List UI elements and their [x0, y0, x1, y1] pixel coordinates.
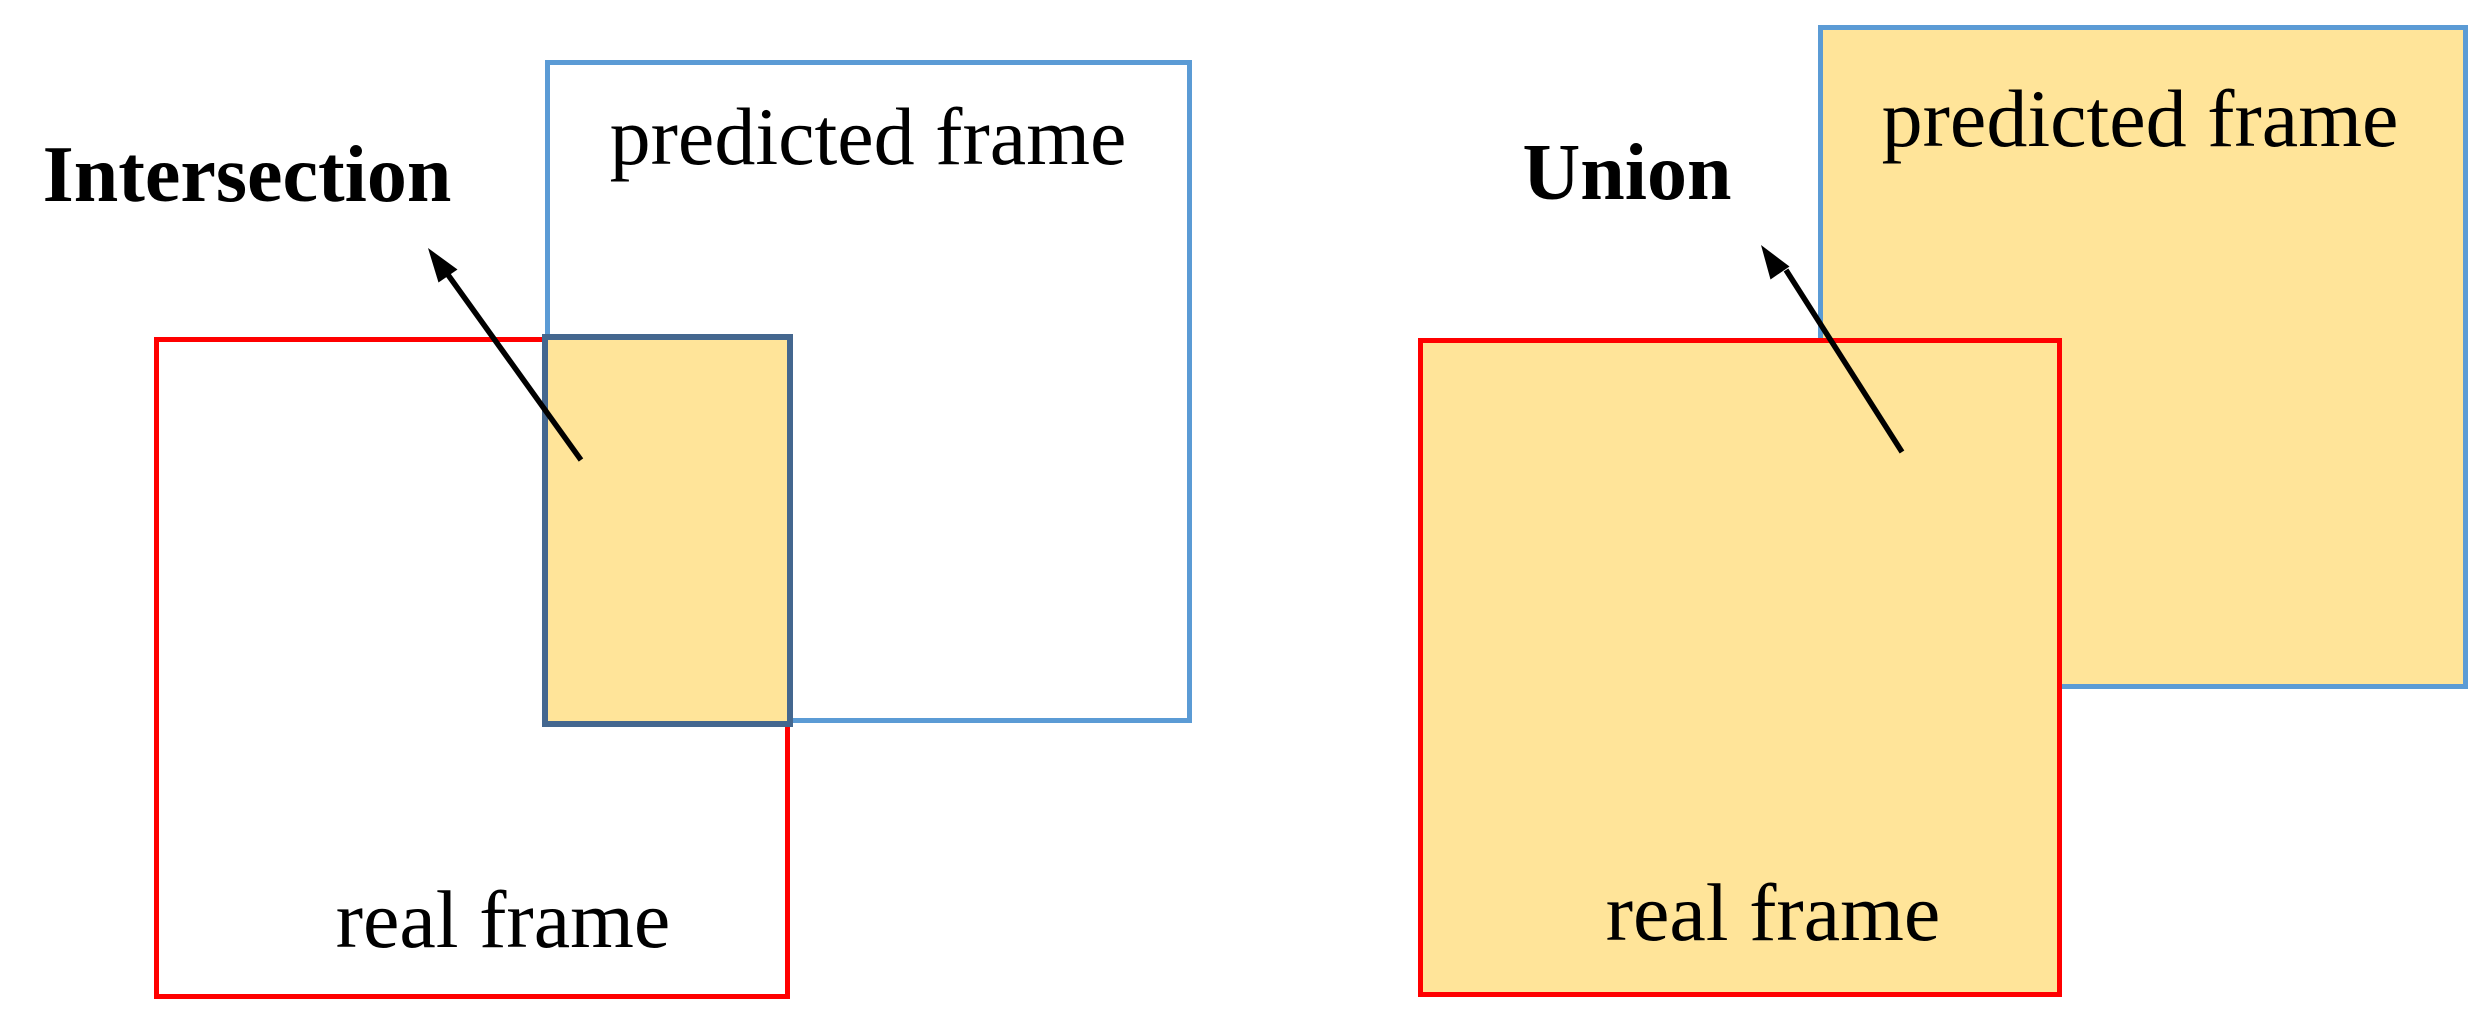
intersection-title: Intersection: [42, 131, 452, 219]
predicted-frame-label-left: predicted frame: [609, 91, 1127, 182]
predicted-frame-label-right: predicted frame: [1881, 73, 2399, 164]
union-title: Union: [1522, 129, 1732, 217]
intersection-overlap-box: [542, 334, 793, 727]
real-frame-box-right: [1418, 338, 2062, 997]
real-frame-label-left: real frame: [335, 874, 671, 965]
real-frame-label-right: real frame: [1605, 867, 1941, 958]
